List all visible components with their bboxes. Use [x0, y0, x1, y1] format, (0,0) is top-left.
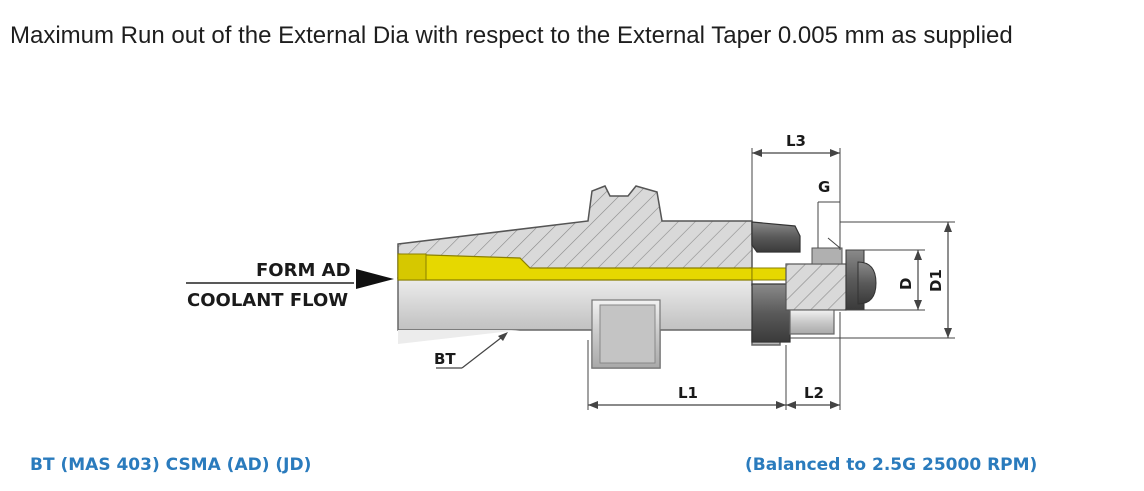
coolant-channel — [397, 253, 787, 281]
label-l3: L3 — [786, 132, 806, 150]
footer-balance: (Balanced to 2.5G 25000 RPM) — [745, 455, 1038, 475]
bt-leader — [436, 332, 508, 369]
dimension-g — [817, 201, 841, 249]
label-coolant: COOLANT FLOW — [187, 290, 348, 311]
coolant-arrow — [186, 269, 394, 289]
footer-model: BT (MAS 403) CSMA (AD) (JD) — [30, 455, 312, 475]
label-l1: L1 — [678, 384, 698, 402]
label-g: G — [818, 178, 830, 196]
dimension-d1 — [790, 221, 955, 339]
spec-caption: Maximum Run out of the External Dia with… — [10, 22, 1013, 49]
label-d: D — [897, 278, 915, 290]
front-clamp — [751, 221, 877, 343]
label-l2: L2 — [804, 384, 824, 402]
dimension-l3 — [751, 148, 841, 250]
label-bt: BT — [434, 350, 456, 368]
label-d1: D1 — [927, 269, 945, 292]
holder-body-lower — [397, 271, 781, 369]
dimension-d — [846, 249, 925, 311]
label-form: FORM AD — [256, 260, 351, 281]
dimension-l1-l2 — [587, 312, 841, 410]
